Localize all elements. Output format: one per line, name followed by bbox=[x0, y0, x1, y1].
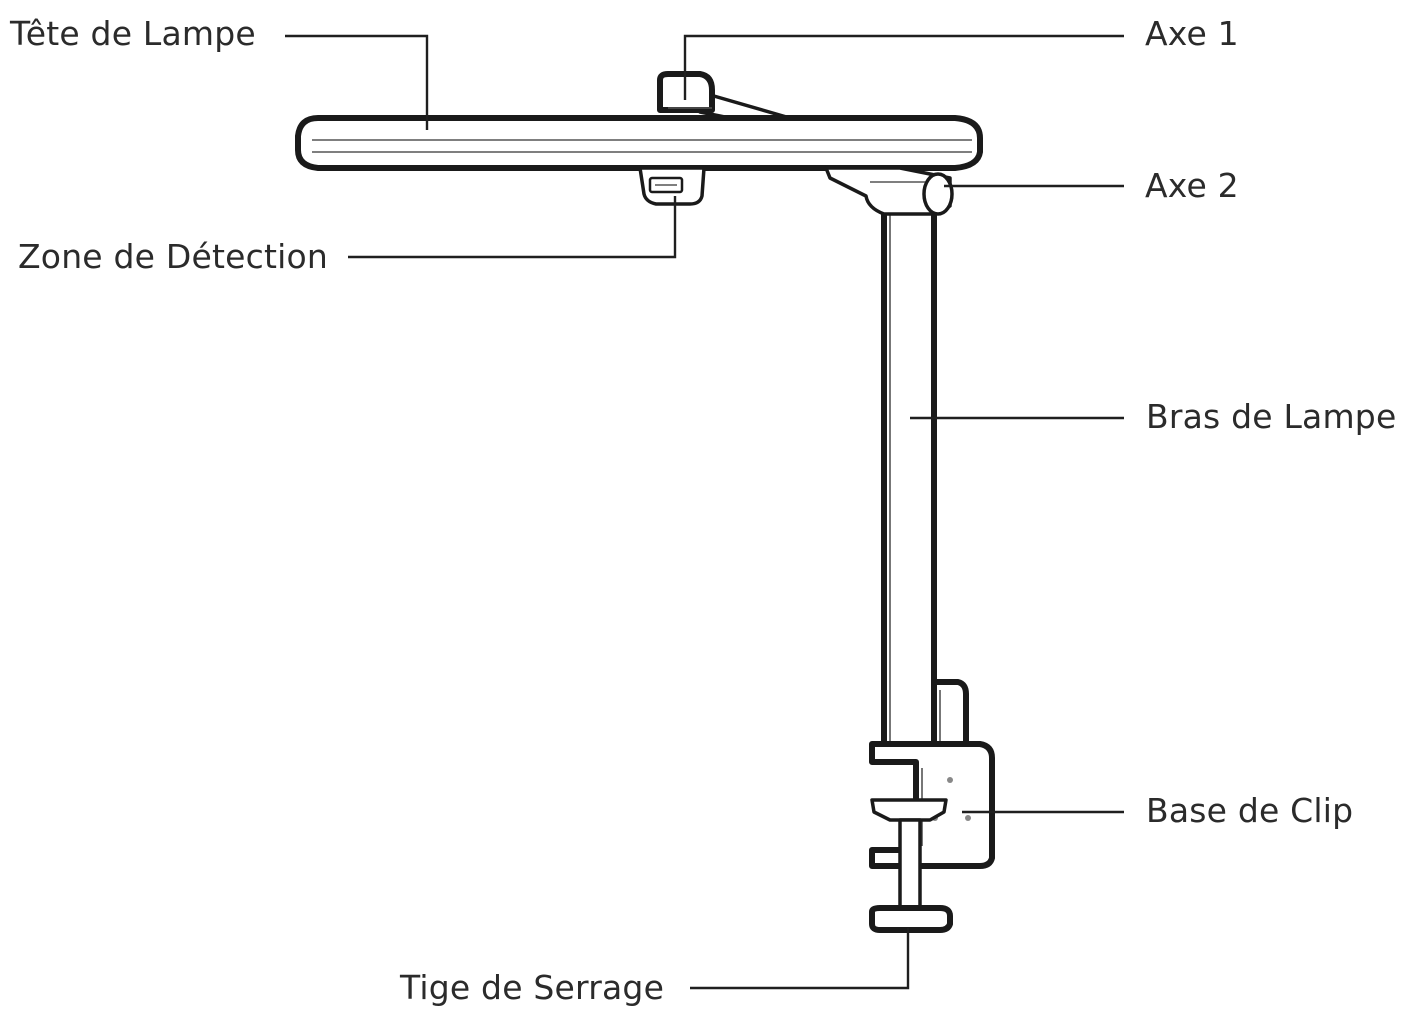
leader-zone-de-detection bbox=[348, 196, 677, 259]
label-tige-de-serrage: Tige de Serrage bbox=[400, 968, 665, 1007]
lamp-arm bbox=[881, 197, 937, 763]
label-tete-de-lampe: Tête de Lampe bbox=[10, 14, 256, 53]
label-base-de-clip: Base de Clip bbox=[1146, 791, 1354, 830]
clip-base bbox=[869, 679, 995, 869]
label-axe-1: Axe 1 bbox=[1145, 14, 1239, 53]
leader-tete-de-lampe bbox=[285, 34, 429, 130]
clamp-rod bbox=[869, 818, 953, 933]
axis-2-joint bbox=[824, 166, 954, 216]
label-axe-2: Axe 2 bbox=[1145, 166, 1239, 205]
leader-lines bbox=[285, 34, 1124, 990]
detection-zone bbox=[638, 166, 706, 206]
label-bras-de-lampe: Bras de Lampe bbox=[1146, 397, 1397, 436]
label-zone-de-detection: Zone de Détection bbox=[18, 237, 328, 276]
lamp-head bbox=[295, 115, 983, 171]
leader-axe-1 bbox=[683, 34, 1124, 100]
leader-tige-de-serrage bbox=[690, 928, 910, 990]
